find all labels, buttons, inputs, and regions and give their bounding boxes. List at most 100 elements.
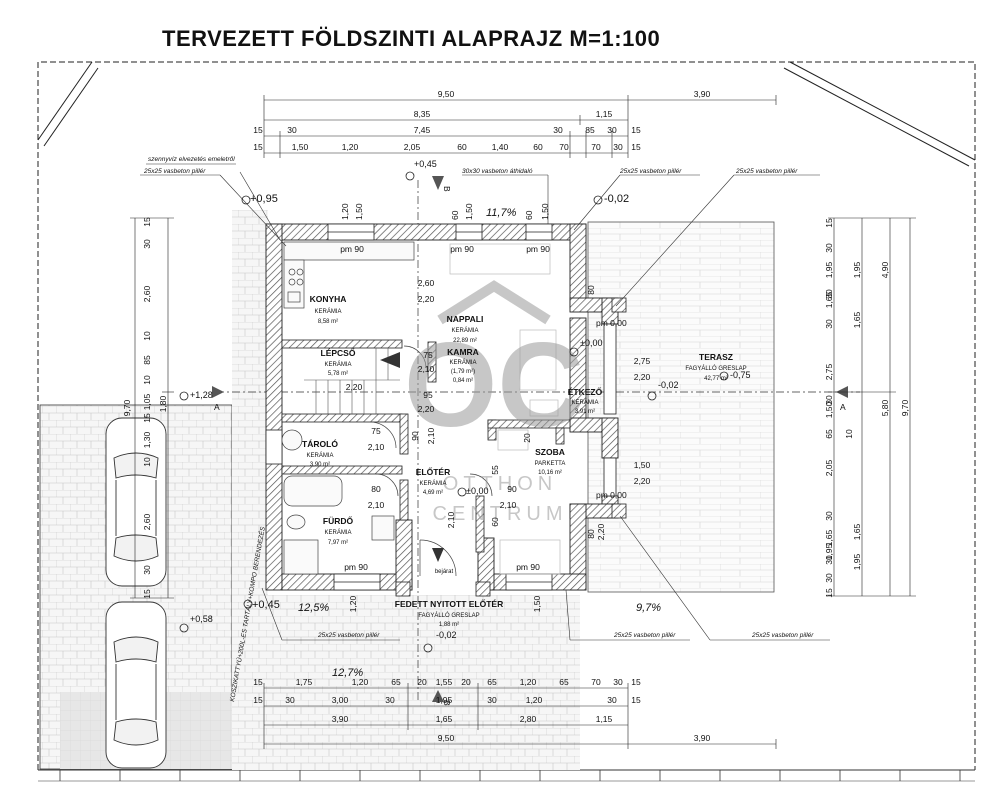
room-area: 7,97 m²	[328, 540, 348, 546]
dim-label: 2,20	[418, 404, 435, 414]
entrance-arrow	[432, 548, 444, 562]
section-mark-b-bottom: B	[442, 700, 452, 706]
room-area: 22,89 m²	[453, 338, 477, 344]
note-bejarat: bejárat	[435, 569, 454, 575]
dim-label: 2,80	[520, 714, 537, 724]
car-top	[105, 417, 167, 587]
dimension-lines-top	[263, 95, 777, 158]
window-label-pm0: pm 0,00	[596, 490, 627, 500]
corner-diagonals	[37, 61, 976, 167]
dim-label: 20	[417, 677, 427, 687]
watermark-line2: CENTRUM	[433, 503, 568, 525]
dim-label: 15	[142, 589, 152, 599]
dim-label: 2,05	[404, 142, 421, 152]
room-name: LÉPCSŐ	[321, 347, 356, 358]
dim-label: 15	[253, 677, 263, 687]
room-name: SZOBA	[535, 447, 565, 457]
dim-label: 1,65	[824, 529, 834, 546]
section-arrow-b-bottom	[432, 690, 444, 702]
room-terasz: TERASZ FAGYÁLLÓ GRESLAP 42,77 m²	[685, 352, 746, 382]
room-name: ELŐTÉR	[416, 466, 450, 477]
note-piller-bottom-right: 25x25 vasbeton pillér	[751, 632, 814, 639]
room-name: KONYHA	[310, 294, 347, 304]
dim-label: 1,95	[852, 261, 862, 278]
dim-label: 1,30	[142, 431, 152, 448]
dimension-lines-left	[130, 217, 174, 599]
window-label-pm: pm 90	[526, 244, 550, 254]
dim-label: 70	[591, 142, 601, 152]
slope-right: 9,7%	[636, 602, 661, 614]
dims-left: 15 30 2,60 10 85 10 1,05 15 1,30 10 2,60…	[122, 217, 168, 599]
room-name: NAPPALI	[447, 314, 484, 324]
dim-label: 9,70	[122, 399, 132, 416]
dim-label: 1,20	[526, 695, 543, 705]
dim-label: 2,60	[418, 278, 435, 288]
room-material: KERÁMIA	[324, 529, 351, 536]
dim-label: 3,90	[694, 733, 711, 743]
room-area: 5,78 m²	[328, 371, 348, 377]
room-material: KERÁMIA	[571, 399, 598, 406]
room-material: PARKETTA	[535, 461, 566, 467]
room-area: 3,90 m²	[310, 462, 330, 468]
level-b: -0,02	[604, 193, 629, 205]
dim-label: 1,75	[296, 677, 313, 687]
dim-label: 2,10	[500, 500, 517, 510]
dim-label: 60	[533, 142, 543, 152]
room-fedett: FEDETT NYITOTT ELŐTÉR FAGYÁLLÓ GRESLAP 1…	[395, 598, 503, 628]
room-name: TERASZ	[699, 352, 733, 362]
window-label: 1,20	[348, 595, 358, 612]
room-material: KERÁMIA	[449, 359, 476, 366]
pillars	[395, 297, 627, 597]
dim-label: 1,95	[824, 543, 834, 560]
room-material: KERÁMIA	[314, 308, 341, 315]
interior-walls	[281, 339, 571, 553]
dim-label: 15	[253, 142, 263, 152]
dim-label: 85	[585, 125, 595, 135]
dim-label: 3,00	[332, 695, 349, 705]
dim-label: 1,15	[596, 714, 613, 724]
dim-label: 10	[142, 457, 152, 467]
window-label: 60	[524, 210, 534, 220]
doors	[369, 345, 493, 577]
dim-label: 65	[559, 677, 569, 687]
dim-label: 30	[607, 695, 617, 705]
room-material: FAGYÁLLÓ GRESLAP	[418, 612, 479, 619]
dimension-lines-right	[828, 217, 916, 597]
window-label: 1,50	[532, 595, 542, 612]
room-tarolo: TÁROLÓ KERÁMIA 3,90 m²	[302, 438, 338, 468]
dim-label: 1,20	[520, 677, 537, 687]
dim-label: 15	[824, 588, 834, 598]
dim-label: 30	[824, 573, 834, 583]
living-furniture	[449, 243, 559, 417]
level-a: +0,95	[250, 193, 278, 205]
room-name: KAMRA	[447, 347, 479, 357]
dim-label: 30	[553, 125, 563, 135]
stair-arrow	[380, 352, 400, 368]
dim-label: 85	[142, 355, 152, 365]
dim-label: 30	[613, 677, 623, 687]
leader-lines	[140, 163, 830, 641]
section-arrow-b-top	[432, 176, 444, 190]
slope-left: 12,5%	[298, 602, 329, 614]
dim-label: 2,10	[368, 442, 385, 452]
dim-label: 65	[824, 429, 834, 439]
room-lepcso: LÉPCSŐ KERÁMIA 5,78 m²	[321, 347, 356, 377]
dim-label: 75	[371, 426, 381, 436]
slope-top: 11,7%	[486, 207, 517, 219]
level-f: -0,75	[730, 370, 751, 380]
section-lines	[216, 180, 860, 700]
section-mark-b-top: B	[442, 186, 452, 192]
watermark-line1: OTTHON	[443, 473, 557, 495]
room-name: FEDETT NYITOTT ELŐTÉR	[395, 598, 503, 609]
level-g: +0,58	[190, 614, 213, 624]
dim-label: 2,10	[418, 364, 435, 374]
watermark-letters: OC	[404, 318, 584, 452]
dimension-lines-bottom	[263, 683, 777, 749]
dim-label: 60	[490, 517, 500, 527]
room-area: 1,88 m²	[439, 622, 459, 628]
dim-label: 1,40	[492, 142, 509, 152]
dim-label: 30	[824, 511, 834, 521]
terrace-deck	[587, 221, 775, 593]
dim-label: 70	[591, 677, 601, 687]
dim-label: 1,95	[824, 261, 834, 278]
